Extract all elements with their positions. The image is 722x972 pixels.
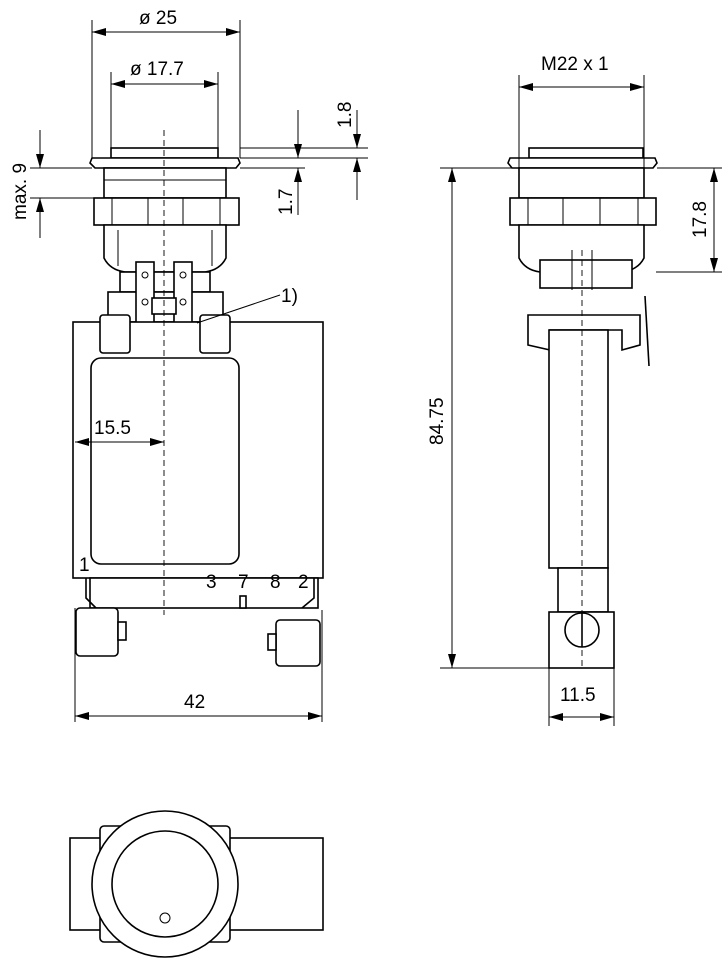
side-contact-block xyxy=(539,259,633,289)
terminal-1: 1 xyxy=(79,555,90,576)
dim-bezel-height: 1.8 xyxy=(335,102,356,128)
label-window xyxy=(90,357,240,565)
bezel xyxy=(89,157,241,169)
button-body xyxy=(103,224,227,273)
terminal-8: 8 xyxy=(270,572,281,593)
dim-offset: 15.5 xyxy=(94,418,131,439)
side-clip xyxy=(527,314,641,352)
terminal-3: 3 xyxy=(206,572,217,593)
dim-outer-diameter: ø 25 xyxy=(139,8,177,29)
top-button xyxy=(111,830,219,938)
collar xyxy=(103,167,227,199)
dim-width: 42 xyxy=(184,692,205,713)
side-button-cap xyxy=(528,147,644,159)
dim-thread: M22 x 1 xyxy=(541,54,609,75)
dim-thread-height: 17.8 xyxy=(690,201,711,238)
side-nut xyxy=(509,197,657,226)
note-leader xyxy=(196,294,281,324)
side-terminal-block xyxy=(557,567,609,613)
left-clip xyxy=(99,314,131,354)
screw-terminal-right xyxy=(275,619,321,667)
button-cap xyxy=(110,147,219,159)
screw-terminal-left xyxy=(75,607,119,657)
terminal-2: 2 xyxy=(298,572,309,593)
dim-total-height: 84.75 xyxy=(427,397,448,445)
dim-collar-height: 1.7 xyxy=(276,189,297,215)
top-indicator xyxy=(159,912,171,924)
side-housing xyxy=(548,329,609,569)
nut xyxy=(93,197,240,226)
dim-depth: 11.5 xyxy=(560,685,596,706)
terminal-7: 7 xyxy=(238,572,249,593)
right-clip xyxy=(199,314,231,354)
front-view: + − 1 3 7 8 2 1) ø 25 xyxy=(10,8,368,722)
top-view xyxy=(69,810,324,958)
dim-inner-diameter: ø 17.7 xyxy=(130,59,184,80)
dim-max-panel: max. 9 xyxy=(10,163,31,220)
contact-block xyxy=(119,271,211,293)
side-bezel xyxy=(507,157,658,169)
side-view: M22 x 1 17.8 84.75 11.5 xyxy=(427,54,722,726)
housing-base xyxy=(89,577,319,609)
side-collar xyxy=(518,167,645,199)
note-ref: 1) xyxy=(281,286,298,307)
